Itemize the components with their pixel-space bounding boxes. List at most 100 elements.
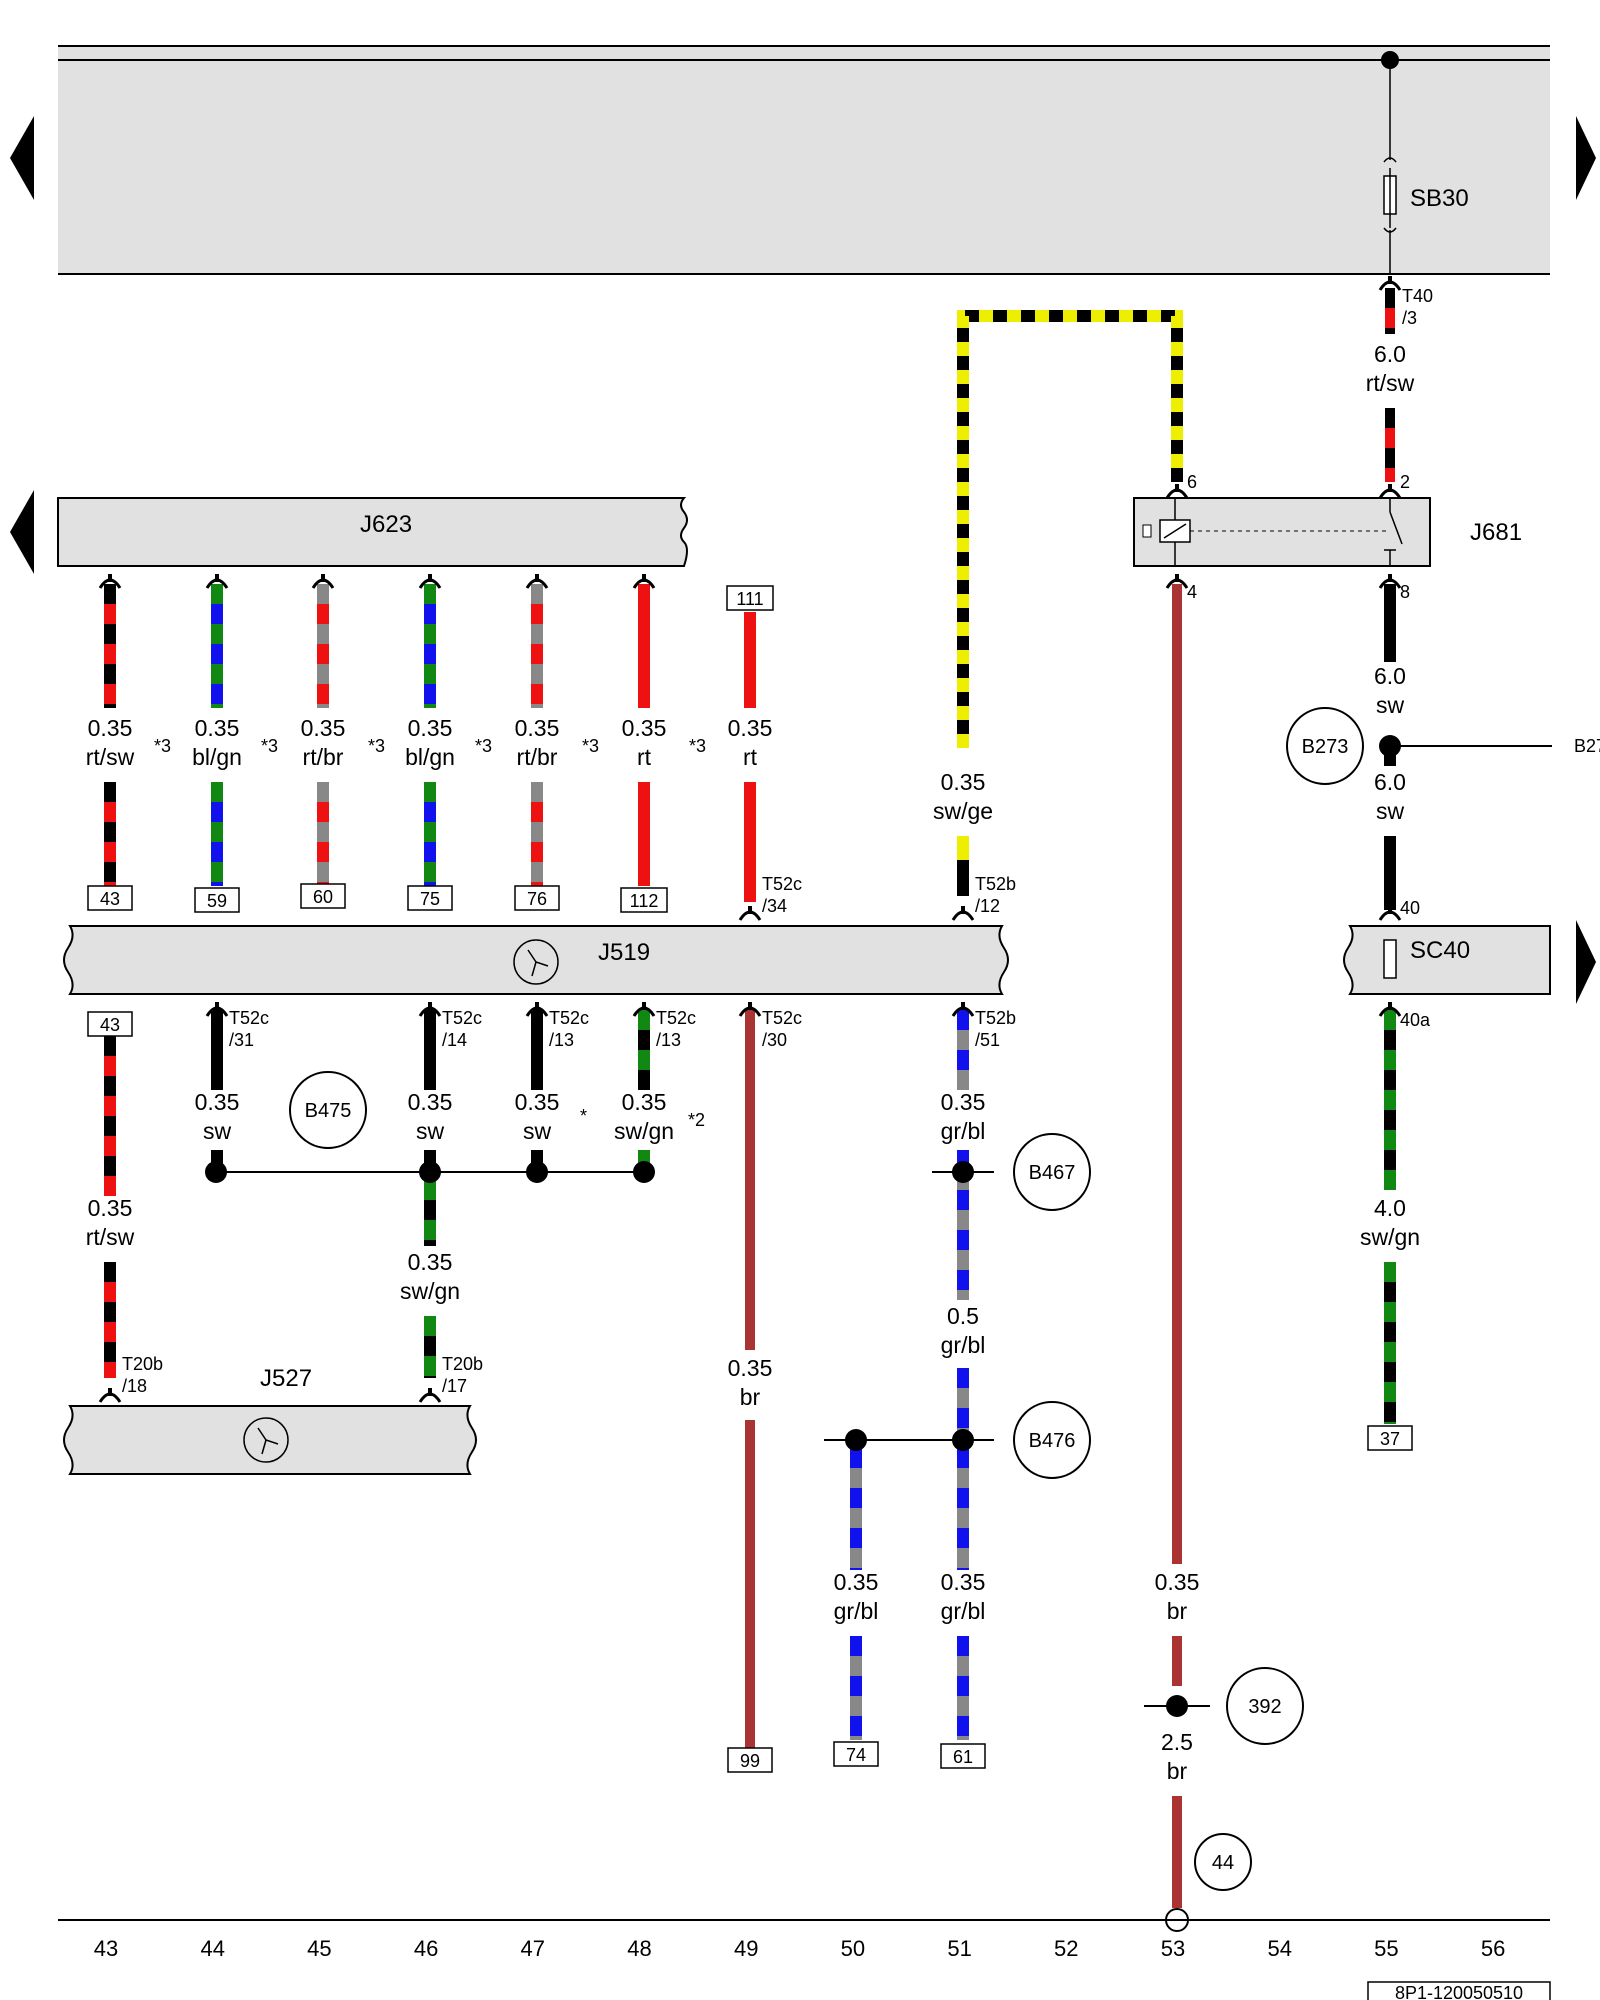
connector-cap	[738, 906, 762, 921]
connector-id: T40	[1402, 286, 1433, 306]
footnotes: *3 *3 *3 *3 *3 *3 * *2	[154, 736, 706, 1130]
pin-j681-6: 6	[1187, 472, 1197, 492]
connector-pin: /18	[122, 1376, 147, 1396]
connector-cap	[525, 574, 549, 589]
wire-size: 0.35	[195, 715, 240, 741]
connector-cap	[418, 1002, 442, 1017]
wire-size: 0.35	[88, 715, 133, 741]
connector-cap	[1378, 1002, 1402, 1017]
terminal-number: 43	[100, 1015, 120, 1035]
connector-cap	[738, 1002, 762, 1017]
terminal-number: 60	[313, 887, 333, 907]
wire-size: 0.35	[941, 769, 986, 795]
column-number: 53	[1161, 1936, 1185, 1961]
column-number: 46	[414, 1936, 438, 1961]
splice-dot	[1166, 1695, 1188, 1717]
next-page-arrow[interactable]	[1576, 116, 1596, 200]
pin-j681-8: 8	[1400, 582, 1410, 602]
terminal-number: 59	[207, 891, 227, 911]
terminal-number: 37	[1380, 1429, 1400, 1449]
connector-id: T52c	[656, 1008, 696, 1028]
terminal-box: 111	[726, 585, 774, 611]
terminal-box: 99	[727, 1747, 773, 1773]
connector-cap	[951, 1002, 975, 1017]
terminal-box: 60	[300, 883, 346, 909]
prev-page-arrow-j623[interactable]	[10, 490, 34, 574]
next-page-arrow-sc40[interactable]	[1576, 920, 1596, 1004]
wire-color-code: sw/gn	[614, 1118, 674, 1144]
wire-size: 0.35	[88, 1195, 133, 1221]
wire-size: 0.35	[408, 1089, 453, 1115]
connector-id: T52b	[975, 1008, 1016, 1028]
footnote-3: *3	[154, 736, 171, 756]
connector-cap	[632, 574, 656, 589]
connector-pin: /3	[1402, 308, 1417, 328]
component-j519: J519	[63, 925, 1009, 995]
prev-page-arrow[interactable]	[10, 116, 34, 200]
wire-color-code: rt	[637, 744, 652, 770]
connector-cap	[418, 1388, 442, 1403]
control-unit-icon	[513, 939, 559, 985]
connector-label-t52c-31: T52c/31	[229, 1008, 269, 1050]
wire-size: 6.0	[1374, 341, 1406, 367]
connector-pin: /13	[656, 1030, 681, 1050]
component-j527: J527	[63, 1365, 477, 1475]
column-number: 44	[200, 1936, 224, 1961]
diagram-code-text: 8P1-120050510	[1395, 1983, 1523, 2000]
ref-b476: B476	[1029, 1430, 1076, 1452]
wire-label-w55-c: 6.0sw	[1374, 769, 1406, 824]
wire-color-code: br	[740, 1384, 761, 1410]
ref-b273: B273	[1302, 736, 1349, 758]
splice-dot	[205, 1161, 227, 1183]
wire-size: 0.35	[515, 715, 560, 741]
wire-size: 0.35	[728, 715, 773, 741]
wire-color-code: sw/ge	[933, 798, 993, 824]
connector-cap	[98, 1388, 122, 1403]
column-number: 45	[307, 1936, 331, 1961]
terminal-box: 75	[407, 885, 453, 911]
connector-label-t40-3: T40/3	[1402, 286, 1433, 328]
wire-size: 0.35	[515, 1089, 560, 1115]
wire-size: 4.0	[1374, 1195, 1406, 1221]
terminal-box: 43	[87, 1011, 133, 1037]
wire-color-code: gr/bl	[834, 1598, 879, 1624]
fuse-panel-sc40: SC40	[1343, 925, 1551, 995]
connector-labels: T40/3T52c/34T52b/12T52c/31T52c/14T52c/13…	[122, 286, 1433, 1396]
terminal-number: 99	[740, 1751, 760, 1771]
connector-cap	[1378, 574, 1402, 589]
wire-color-code: br	[1167, 1758, 1188, 1784]
j527-label: J527	[260, 1365, 312, 1392]
ref-44: 44	[1212, 1852, 1234, 1874]
splice-points	[205, 735, 1401, 1932]
ref-b475: B475	[305, 1100, 352, 1122]
fuse-sb30-label: SB30	[1410, 185, 1469, 212]
wire-size: 0.35	[408, 715, 453, 741]
wire-color-code: sw	[1376, 798, 1405, 824]
connector-label-t20b-18: T20b/18	[122, 1354, 163, 1396]
wire-size: 0.35	[301, 715, 346, 741]
connector-cap	[205, 574, 229, 589]
wire-color-code: gr/bl	[941, 1118, 986, 1144]
pin-j681-4: 4	[1187, 582, 1197, 602]
connector-cap	[418, 574, 442, 589]
wire-color-code: sw	[1376, 692, 1405, 718]
connector-pin: /17	[442, 1376, 467, 1396]
connector-cap	[632, 1002, 656, 1017]
terminal-number: 111	[736, 589, 763, 609]
pin-numbers: 6 2 4 8 40 40a	[1187, 472, 1431, 1030]
connector-id: T20b	[442, 1354, 483, 1374]
footnote-3: *3	[689, 736, 706, 756]
pin-j681-2: 2	[1400, 472, 1410, 492]
connector-id: T52c	[762, 1008, 802, 1028]
wire-size: 0.5	[947, 1303, 979, 1329]
connector-label-t52c-13a: T52c/13	[549, 1008, 589, 1050]
wire-size: 0.35	[195, 1089, 240, 1115]
